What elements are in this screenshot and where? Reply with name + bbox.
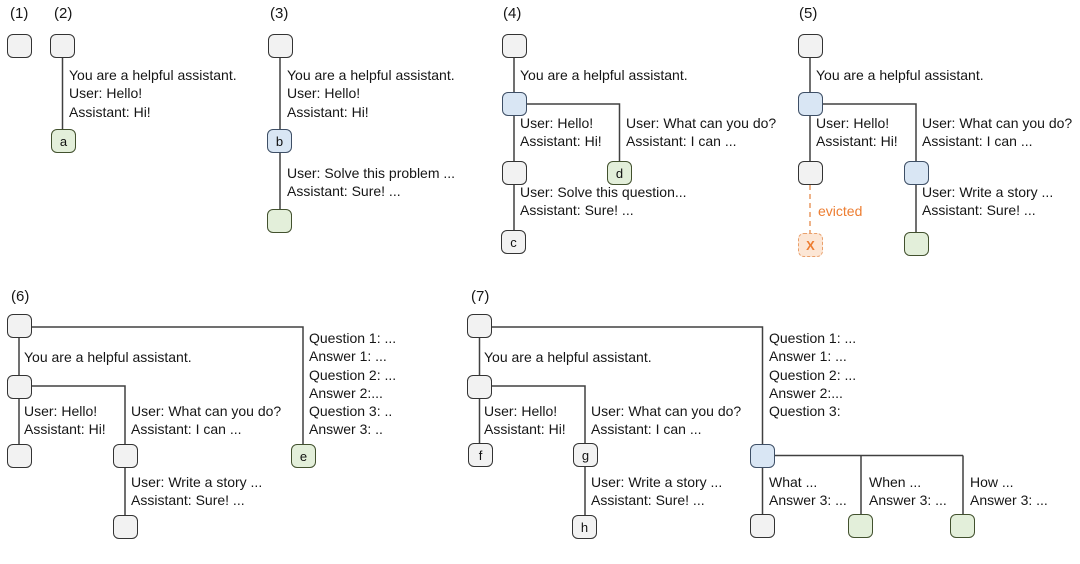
- p6-node-e: e: [291, 444, 316, 468]
- p4-node-d: d: [607, 161, 632, 185]
- p6-edge-label-hello: User: Hello! Assistant: Hi!: [24, 403, 106, 438]
- p3-node-b: b: [267, 129, 292, 153]
- node-letter: a: [59, 133, 68, 149]
- node-letter: f: [478, 447, 483, 463]
- node-letter: d: [615, 165, 624, 181]
- p5-edge-label-hello: User: Hello! Assistant: Hi!: [816, 115, 898, 150]
- p6-root-node: [7, 314, 32, 338]
- p4-root-node: [502, 34, 527, 58]
- p2-root-node: [50, 34, 75, 58]
- p4-edge-label-system: You are a helpful assistant.: [520, 67, 688, 83]
- p5-mid-node: [798, 161, 823, 185]
- node-letter: b: [275, 133, 284, 149]
- p6-edge-label-story: User: Write a story ... Assistant: Sure!…: [131, 474, 263, 509]
- p5-evicted-label: evicted: [818, 203, 863, 219]
- p6-what-node: [113, 444, 138, 468]
- p1-root-node: [7, 34, 32, 58]
- p4-edge-label-hello: User: Hello! Assistant: Hi!: [520, 115, 602, 150]
- panel-4-label: (4): [503, 5, 522, 22]
- panel-5-label: (5): [799, 5, 818, 22]
- p7-edge-label-when3: When ... Answer 3: ...: [869, 474, 947, 509]
- panel-7-label: (7): [471, 288, 490, 305]
- p7-node-f: f: [468, 443, 493, 467]
- p6-edge-label-questions: Question 1: ... Answer 1: ... Question 2…: [309, 330, 397, 438]
- p7-mid-node: [467, 375, 492, 399]
- p4-branch-node: [502, 92, 527, 116]
- p4-edge-label-what: User: What can you do? Assistant: I can …: [626, 115, 777, 150]
- p6-edge-label-what: User: What can you do? Assistant: I can …: [131, 403, 282, 438]
- p7-root-node: [467, 314, 492, 338]
- p5-root-node: [798, 34, 823, 58]
- panel-6-label: (6): [11, 288, 30, 305]
- node-letter: h: [580, 519, 589, 535]
- p7-leaf-when-node: [848, 514, 873, 538]
- p7-edge-label-what: User: What can you do? Assistant: I can …: [591, 403, 742, 438]
- p7-edge-label-how3: How ... Answer 3: ...: [970, 474, 1048, 509]
- p4-node-c: c: [501, 230, 526, 254]
- panel-2-label: (2): [54, 5, 73, 22]
- p5-branch-node: [798, 92, 823, 116]
- p5-evicted-node: X: [798, 233, 823, 257]
- p6-mid-node: [7, 375, 32, 399]
- p3-leaf-node: [267, 209, 292, 233]
- node-letter: g: [581, 447, 590, 463]
- p3-edge-label-solve: User: Solve this problem ... Assistant: …: [287, 165, 456, 200]
- p2-edge-label-system: You are a helpful assistant. User: Hello…: [69, 67, 237, 120]
- p7-fork-node: [750, 444, 775, 468]
- panel-1-label: (1): [10, 5, 29, 22]
- node-letter: c: [510, 234, 517, 250]
- p7-leaf-what-node: [750, 514, 775, 538]
- p5-edge-label-what: User: What can you do? Assistant: I can …: [922, 115, 1073, 150]
- p5-edge-label-system: You are a helpful assistant.: [816, 67, 984, 83]
- p6-leaf-hello-node: [7, 444, 32, 468]
- p5-edge-label-story: User: Write a story ... Assistant: Sure!…: [922, 184, 1054, 219]
- p7-node-g: g: [573, 443, 598, 467]
- p4-edge-label-solve: User: Solve this question... Assistant: …: [520, 184, 687, 219]
- p7-leaf-how-node: [950, 514, 975, 538]
- p7-edge-label-system: You are a helpful assistant.: [484, 349, 652, 365]
- p2-node-a: a: [51, 129, 76, 153]
- p6-leaf-story-node: [113, 515, 138, 539]
- evicted-x-icon: X: [806, 237, 815, 253]
- p3-edge-label-system: You are a helpful assistant. User: Hello…: [287, 67, 455, 120]
- panel-3-label: (3): [270, 5, 289, 22]
- p3-root-node: [268, 34, 293, 58]
- p7-edge-label-story: User: Write a story ... Assistant: Sure!…: [591, 474, 723, 509]
- p5-blue-node-2: [904, 161, 929, 185]
- p5-leaf-node: [904, 232, 929, 256]
- p4-mid-node: [502, 161, 527, 185]
- p6-edge-label-system: You are a helpful assistant.: [24, 349, 192, 365]
- p7-edge-label-questions: Question 1: ... Answer 1: ... Question 2…: [769, 330, 857, 420]
- p7-node-h: h: [572, 515, 597, 539]
- p7-edge-label-what3: What ... Answer 3: ...: [769, 474, 847, 509]
- node-letter: e: [299, 448, 308, 464]
- p7-edge-label-hello: User: Hello! Assistant: Hi!: [484, 403, 566, 438]
